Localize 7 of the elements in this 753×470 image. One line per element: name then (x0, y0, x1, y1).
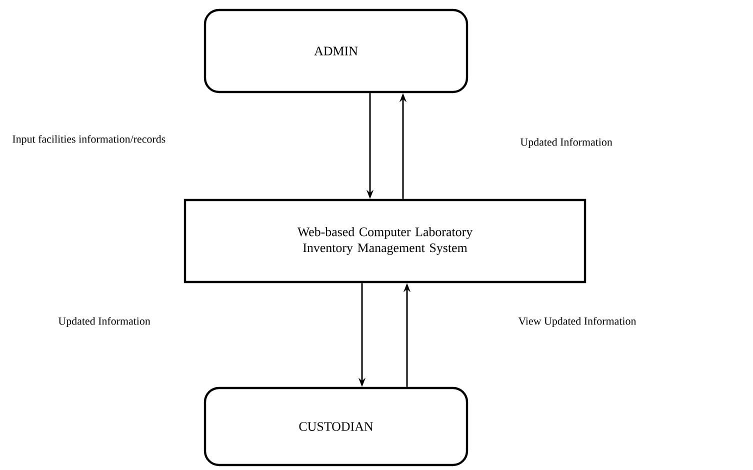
process-box: Web-based Computer Laboratory Inventory Management System (184, 198, 586, 284)
rounded-box: ADMIN (204, 8, 468, 94)
note-text: Updated Information (58, 316, 150, 327)
note-text: View Updated Information (518, 316, 636, 327)
rounded-box: CUSTODIAN (204, 386, 468, 466)
note-text: Input facilities information/records (12, 134, 166, 145)
note-text: Updated Information (520, 138, 612, 148)
